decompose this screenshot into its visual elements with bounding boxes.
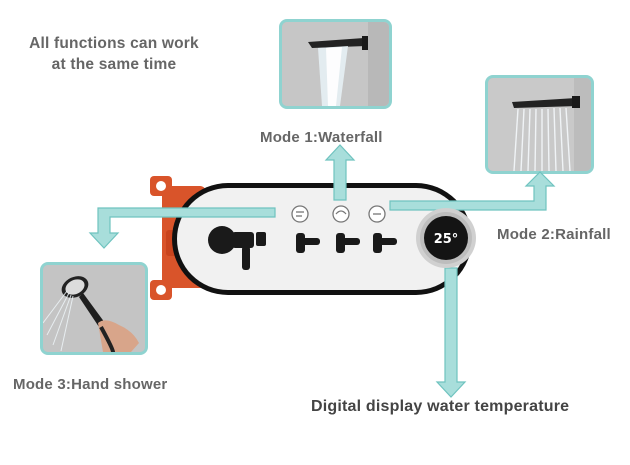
mode-1-label: Mode 1:Waterfall bbox=[260, 129, 383, 146]
hand-shower-outlet bbox=[208, 226, 266, 270]
mode-indicators bbox=[291, 205, 386, 223]
arrows bbox=[88, 144, 556, 398]
temperature-knob: 25° bbox=[416, 208, 476, 268]
rainfall-head-icon bbox=[488, 78, 591, 171]
display-caption: Digital display water temperature bbox=[311, 398, 570, 415]
waterfall-spout-icon bbox=[282, 22, 389, 106]
headline: All functions can work at the same time bbox=[0, 33, 228, 75]
hand-shower-icon bbox=[43, 265, 145, 352]
rainfall-lever-icon bbox=[373, 233, 397, 253]
waterfall-photo bbox=[279, 19, 392, 109]
hand-shower-photo bbox=[40, 262, 148, 355]
temperature-readout: 25° bbox=[434, 232, 459, 247]
waterfall-lever-icon bbox=[296, 233, 320, 253]
arrow-to-hand-shower bbox=[88, 207, 276, 249]
rainfall-photo bbox=[485, 75, 594, 174]
mode-2-label: Mode 2:Rainfall bbox=[497, 226, 611, 243]
headline-line-1: All functions can work bbox=[29, 35, 199, 52]
arrow-to-waterfall bbox=[324, 144, 356, 201]
mode-3-label: Mode 3:Hand shower bbox=[13, 376, 168, 393]
lever-handles bbox=[296, 233, 397, 253]
center-lever-icon bbox=[336, 233, 360, 253]
arrow-to-display-caption bbox=[435, 267, 467, 398]
headline-line-2: at the same time bbox=[51, 56, 177, 73]
arrow-to-rainfall bbox=[389, 171, 556, 211]
